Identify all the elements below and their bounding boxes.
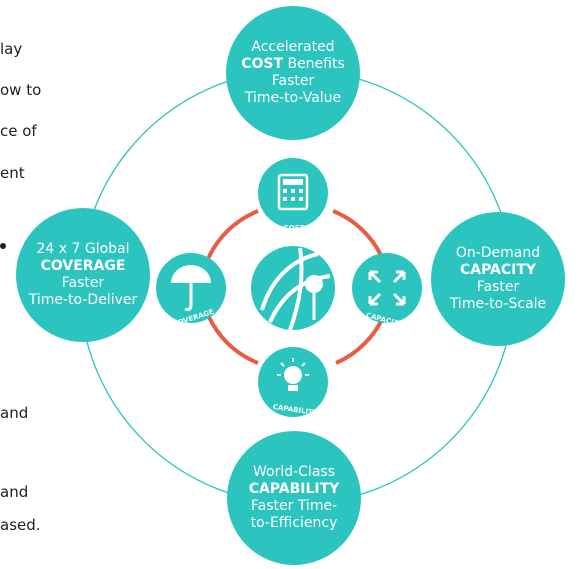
capability-line1: World-Class xyxy=(252,464,335,480)
cost-line3: Faster xyxy=(271,73,315,89)
text-fragment-3: ce of xyxy=(0,122,37,140)
cost-icon-label: COST xyxy=(284,224,305,232)
text-fragment-7: ased. xyxy=(0,516,41,534)
cost-keyword: COST xyxy=(241,56,284,72)
coverage-keyword: COVERAGE xyxy=(40,258,126,274)
globe-logo-icon xyxy=(251,246,335,331)
coverage-line3: Faster xyxy=(61,275,105,291)
umbrella-icon xyxy=(171,265,211,311)
calculator-icon xyxy=(277,173,309,211)
expand-arrows-icon xyxy=(368,270,406,306)
lightbulb-icon xyxy=(277,358,309,391)
capacity-line4: Time-to-Scale xyxy=(449,296,547,312)
coverage-outcome-bubble: 24 x 7 Global COVERAGE Faster Time-to-De… xyxy=(16,208,150,342)
capability-line3: Faster Time- xyxy=(250,498,338,514)
inner-ring-arc-ne xyxy=(332,209,386,263)
inner-ring-arc-sw xyxy=(206,314,259,365)
cost-outcome-bubble: Accelerated COST Benefits Faster Time-to… xyxy=(226,6,360,140)
cost-line1: Accelerated xyxy=(251,39,335,55)
coverage-line1: 24 x 7 Global xyxy=(36,241,130,257)
text-fragment-6: and xyxy=(0,483,29,501)
coverage-line4: Time-to-Deliver xyxy=(28,292,138,308)
capacity-line3: Faster xyxy=(476,279,520,295)
capability-keyword: CAPABILITY xyxy=(248,481,340,497)
text-fragment-5: and xyxy=(0,404,29,422)
cost-line4: Time-to-Value xyxy=(244,90,342,106)
inner-ring-arc-se xyxy=(335,314,386,365)
capability-line4: to-Efficiency xyxy=(250,515,338,531)
text-fragment-4: ent xyxy=(0,164,25,182)
bullet-dot xyxy=(0,243,6,249)
capability-outcome-bubble: World-Class CAPABILITY Faster Time- to-E… xyxy=(227,431,361,565)
inner-ring-arc-nw xyxy=(206,209,259,260)
text-fragment-2: ow to xyxy=(0,81,42,99)
capacity-icon-circle xyxy=(352,253,422,323)
capacity-line1: On-Demand xyxy=(455,245,541,261)
capacity-outcome-bubble: On-Demand CAPACITY Faster Time-to-Scale xyxy=(431,212,565,346)
cost-line2-suffix: Benefits xyxy=(287,56,345,72)
text-fragment-1: lay xyxy=(0,40,23,58)
capacity-keyword: CAPACITY xyxy=(459,262,537,278)
